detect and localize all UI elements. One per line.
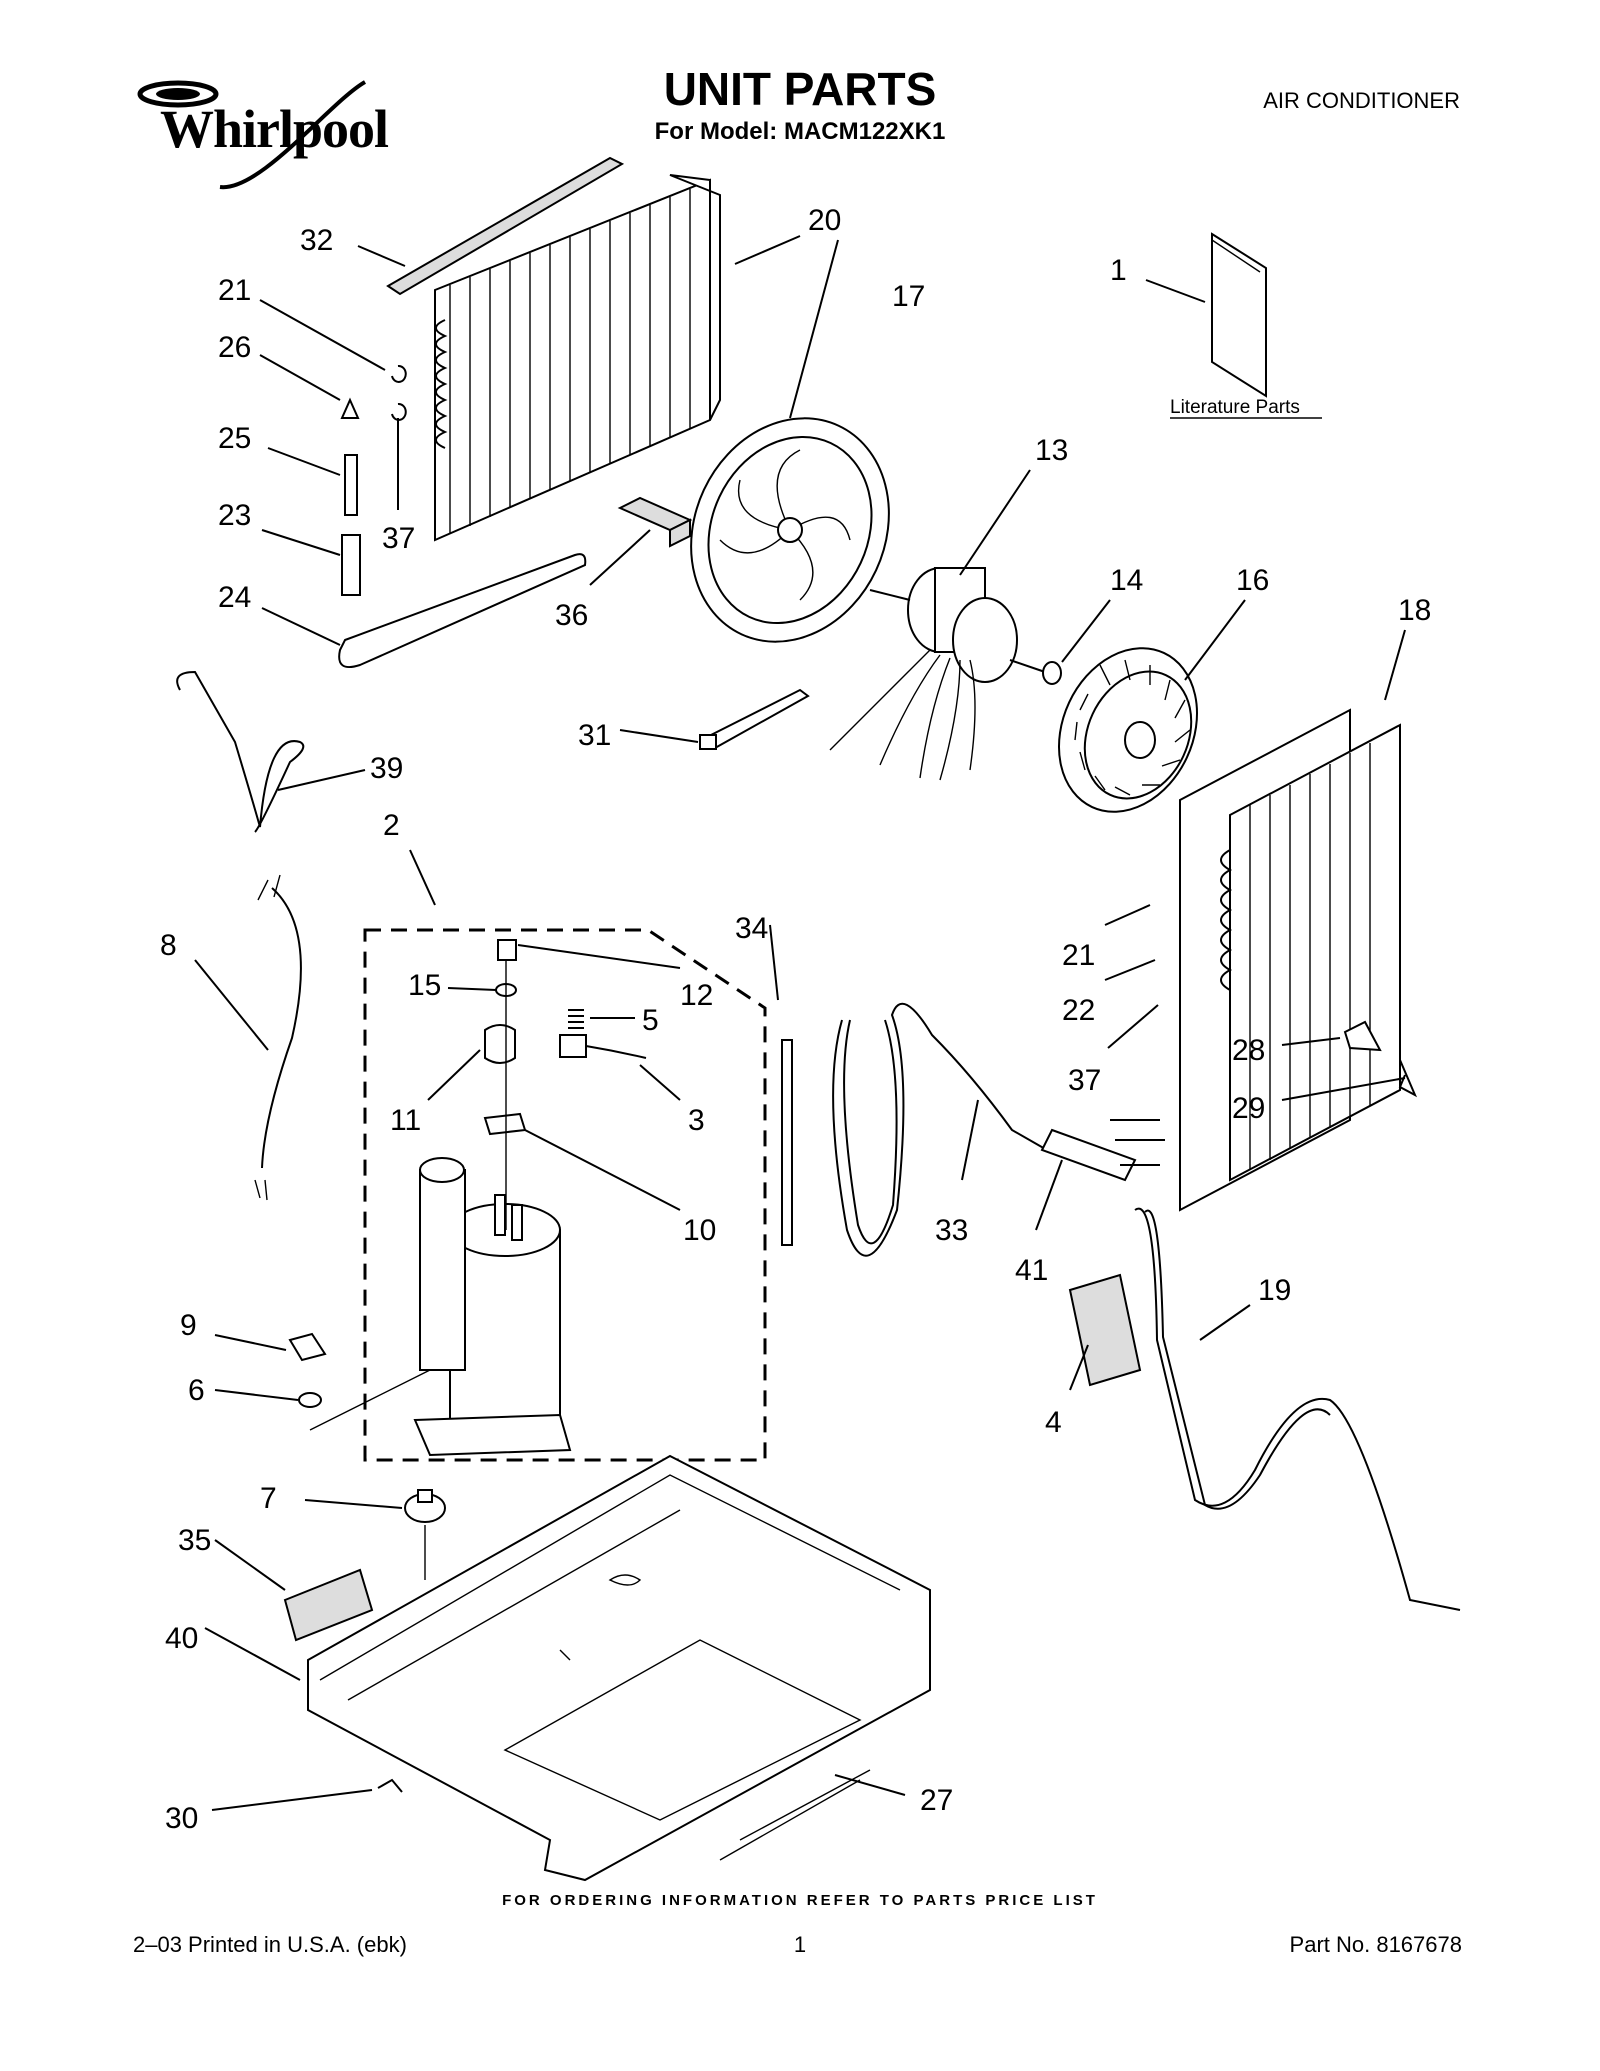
nut[interactable] xyxy=(1042,661,1062,685)
page-title: UNIT PARTS xyxy=(663,63,937,115)
compressor-grommet[interactable] xyxy=(404,1489,446,1523)
model-subtitle: For Model: MACM122XK1 xyxy=(654,118,946,145)
callout-2: 2 xyxy=(383,809,400,842)
tube[interactable] xyxy=(781,1039,793,1246)
callout-37-right: 37 xyxy=(1068,1064,1101,1097)
mounting-plate[interactable] xyxy=(483,1112,527,1136)
callout-13: 13 xyxy=(1035,434,1068,467)
callout-36: 36 xyxy=(555,599,588,632)
wire-harness[interactable] xyxy=(254,874,302,1201)
fan-motor[interactable] xyxy=(829,567,1046,781)
callout-37-left: 37 xyxy=(382,522,415,555)
callout-21-right: 21 xyxy=(1062,939,1095,972)
callout-26: 26 xyxy=(218,331,251,364)
bracket-27[interactable] xyxy=(739,1769,871,1841)
clip-left-upper[interactable] xyxy=(391,364,407,383)
ordering-note: FOR ORDERING INFORMATION REFER TO PARTS … xyxy=(502,1892,1098,1909)
callout-15: 15 xyxy=(408,969,441,1002)
clip-30[interactable] xyxy=(377,1778,403,1793)
callout-4: 4 xyxy=(1045,1406,1062,1439)
compressor[interactable] xyxy=(413,1157,572,1457)
callout-23: 23 xyxy=(218,499,251,532)
evaporator-coil[interactable] xyxy=(1179,708,1401,1212)
wire-hook[interactable] xyxy=(176,670,305,833)
condenser-coil[interactable] xyxy=(434,174,721,542)
callout-1: 1 xyxy=(1110,254,1127,287)
callout-3: 3 xyxy=(688,1104,705,1137)
callout-10: 10 xyxy=(683,1214,716,1247)
callout-40: 40 xyxy=(165,1622,198,1655)
callout-16: 16 xyxy=(1236,564,1269,597)
callout-21-top: 21 xyxy=(218,274,251,307)
spring[interactable] xyxy=(568,1009,584,1029)
literature-label: Literature Parts xyxy=(1170,397,1300,418)
callout-17: 17 xyxy=(892,280,925,313)
refrigerant-tube[interactable] xyxy=(1134,1207,1461,1611)
fan-shroud[interactable] xyxy=(655,386,924,675)
mounting-clip[interactable] xyxy=(288,1332,327,1362)
clip-29[interactable] xyxy=(1398,1059,1418,1098)
blower-wheel[interactable] xyxy=(1033,625,1223,834)
callout-35: 35 xyxy=(178,1524,211,1557)
compressor-assembly-box xyxy=(363,928,767,1462)
foam-pad[interactable] xyxy=(283,1568,374,1642)
callout-28: 28 xyxy=(1232,1034,1265,1067)
part-number: Part No. 8167678 xyxy=(1289,1932,1462,1957)
base-pan[interactable] xyxy=(307,1454,931,1882)
callout-39: 39 xyxy=(370,752,403,785)
sensing-bulb[interactable] xyxy=(340,397,361,596)
print-info: 2–03 Printed in U.S.A. (ebk) xyxy=(133,1932,407,1957)
callout-31: 31 xyxy=(578,719,611,752)
mounting-washer[interactable] xyxy=(298,1392,322,1408)
logo-swirl-icon xyxy=(137,80,366,190)
grommet-top[interactable] xyxy=(497,939,517,961)
foam-block[interactable] xyxy=(617,496,693,548)
callout-5: 5 xyxy=(642,1004,659,1037)
callout-9: 9 xyxy=(180,1309,197,1342)
terminal-cover[interactable] xyxy=(484,1024,516,1064)
clip-left-lower[interactable] xyxy=(391,402,407,421)
callout-30: 30 xyxy=(165,1802,198,1835)
callout-29: 29 xyxy=(1232,1092,1265,1125)
bracket[interactable] xyxy=(1343,1020,1382,1052)
manifold[interactable] xyxy=(1040,1119,1165,1182)
cable-tie[interactable] xyxy=(699,688,810,750)
callout-33: 33 xyxy=(935,1214,968,1247)
capillary-tube[interactable] xyxy=(832,1002,1048,1257)
brand-wordmark: Whirlpool xyxy=(160,99,389,159)
callout-41: 41 xyxy=(1015,1254,1048,1287)
callout-24: 24 xyxy=(218,581,251,614)
drain-tube[interactable] xyxy=(338,553,587,669)
page-number: 1 xyxy=(793,1932,807,1957)
callout-27: 27 xyxy=(920,1784,953,1817)
gasket-strip[interactable] xyxy=(386,156,625,296)
callout-22: 22 xyxy=(1062,994,1095,1027)
callout-7: 7 xyxy=(260,1482,277,1515)
callout-12: 12 xyxy=(680,979,713,1012)
callout-20: 20 xyxy=(808,204,841,237)
literature-booklet[interactable] xyxy=(1211,232,1267,398)
callout-19: 19 xyxy=(1258,1274,1291,1307)
callout-14: 14 xyxy=(1110,564,1143,597)
callout-32: 32 xyxy=(300,224,333,257)
callout-18: 18 xyxy=(1398,594,1431,627)
callout-11: 11 xyxy=(390,1104,421,1137)
callout-6: 6 xyxy=(188,1374,205,1407)
air-filter[interactable] xyxy=(1068,1273,1142,1387)
overload-protector[interactable] xyxy=(559,1034,647,1059)
callout-34: 34 xyxy=(735,912,768,945)
callout-8: 8 xyxy=(160,929,177,962)
product-category: AIR CONDITIONER xyxy=(1263,88,1460,113)
callout-25: 25 xyxy=(218,422,251,455)
